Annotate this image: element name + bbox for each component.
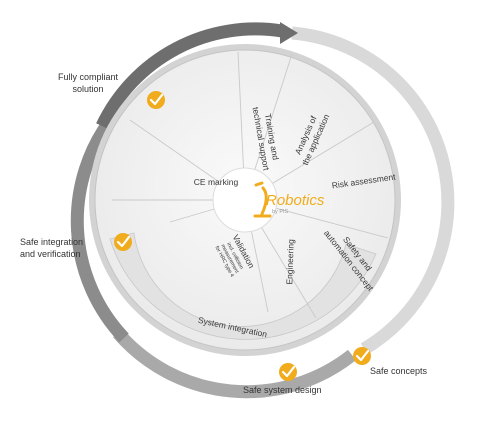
milestone-safe-integration: Safe integration and verification (20, 236, 83, 260)
check-icon-fully-compliant (147, 91, 165, 109)
arc-safe-concepts (291, 26, 455, 355)
check-icon-safe-system-design (279, 363, 297, 381)
milestone-safe-integration-line1: Safe integration (20, 237, 84, 247)
segment-engineering: Engineering (284, 239, 296, 285)
milestone-fully-compliant-line1: Fully compliant (58, 72, 119, 82)
milestone-safe-integration-line2: and verification (20, 249, 81, 259)
logo-sub: by PIS (272, 209, 289, 215)
milestone-safe-concepts: Safe concepts (370, 366, 428, 376)
logo-text: Robotics (266, 192, 325, 209)
arc-fully-compliant (96, 22, 284, 129)
arc-safe-integration (70, 114, 129, 343)
check-icon-safe-integration (114, 233, 132, 251)
check-icon-safe-concepts (353, 347, 371, 365)
milestone-fully-compliant-line2: solution (72, 84, 104, 94)
robot-arm-icon (253, 181, 272, 218)
milestone-fully-compliant: Fully compliant solution (58, 71, 118, 95)
system-integration-band (109, 232, 377, 340)
milestone-safe-system-design: Safe system design (243, 385, 322, 395)
segment-ce: CE marking (194, 177, 239, 187)
arc-safe-system-design (113, 328, 357, 399)
arc-arrowhead (280, 22, 298, 44)
